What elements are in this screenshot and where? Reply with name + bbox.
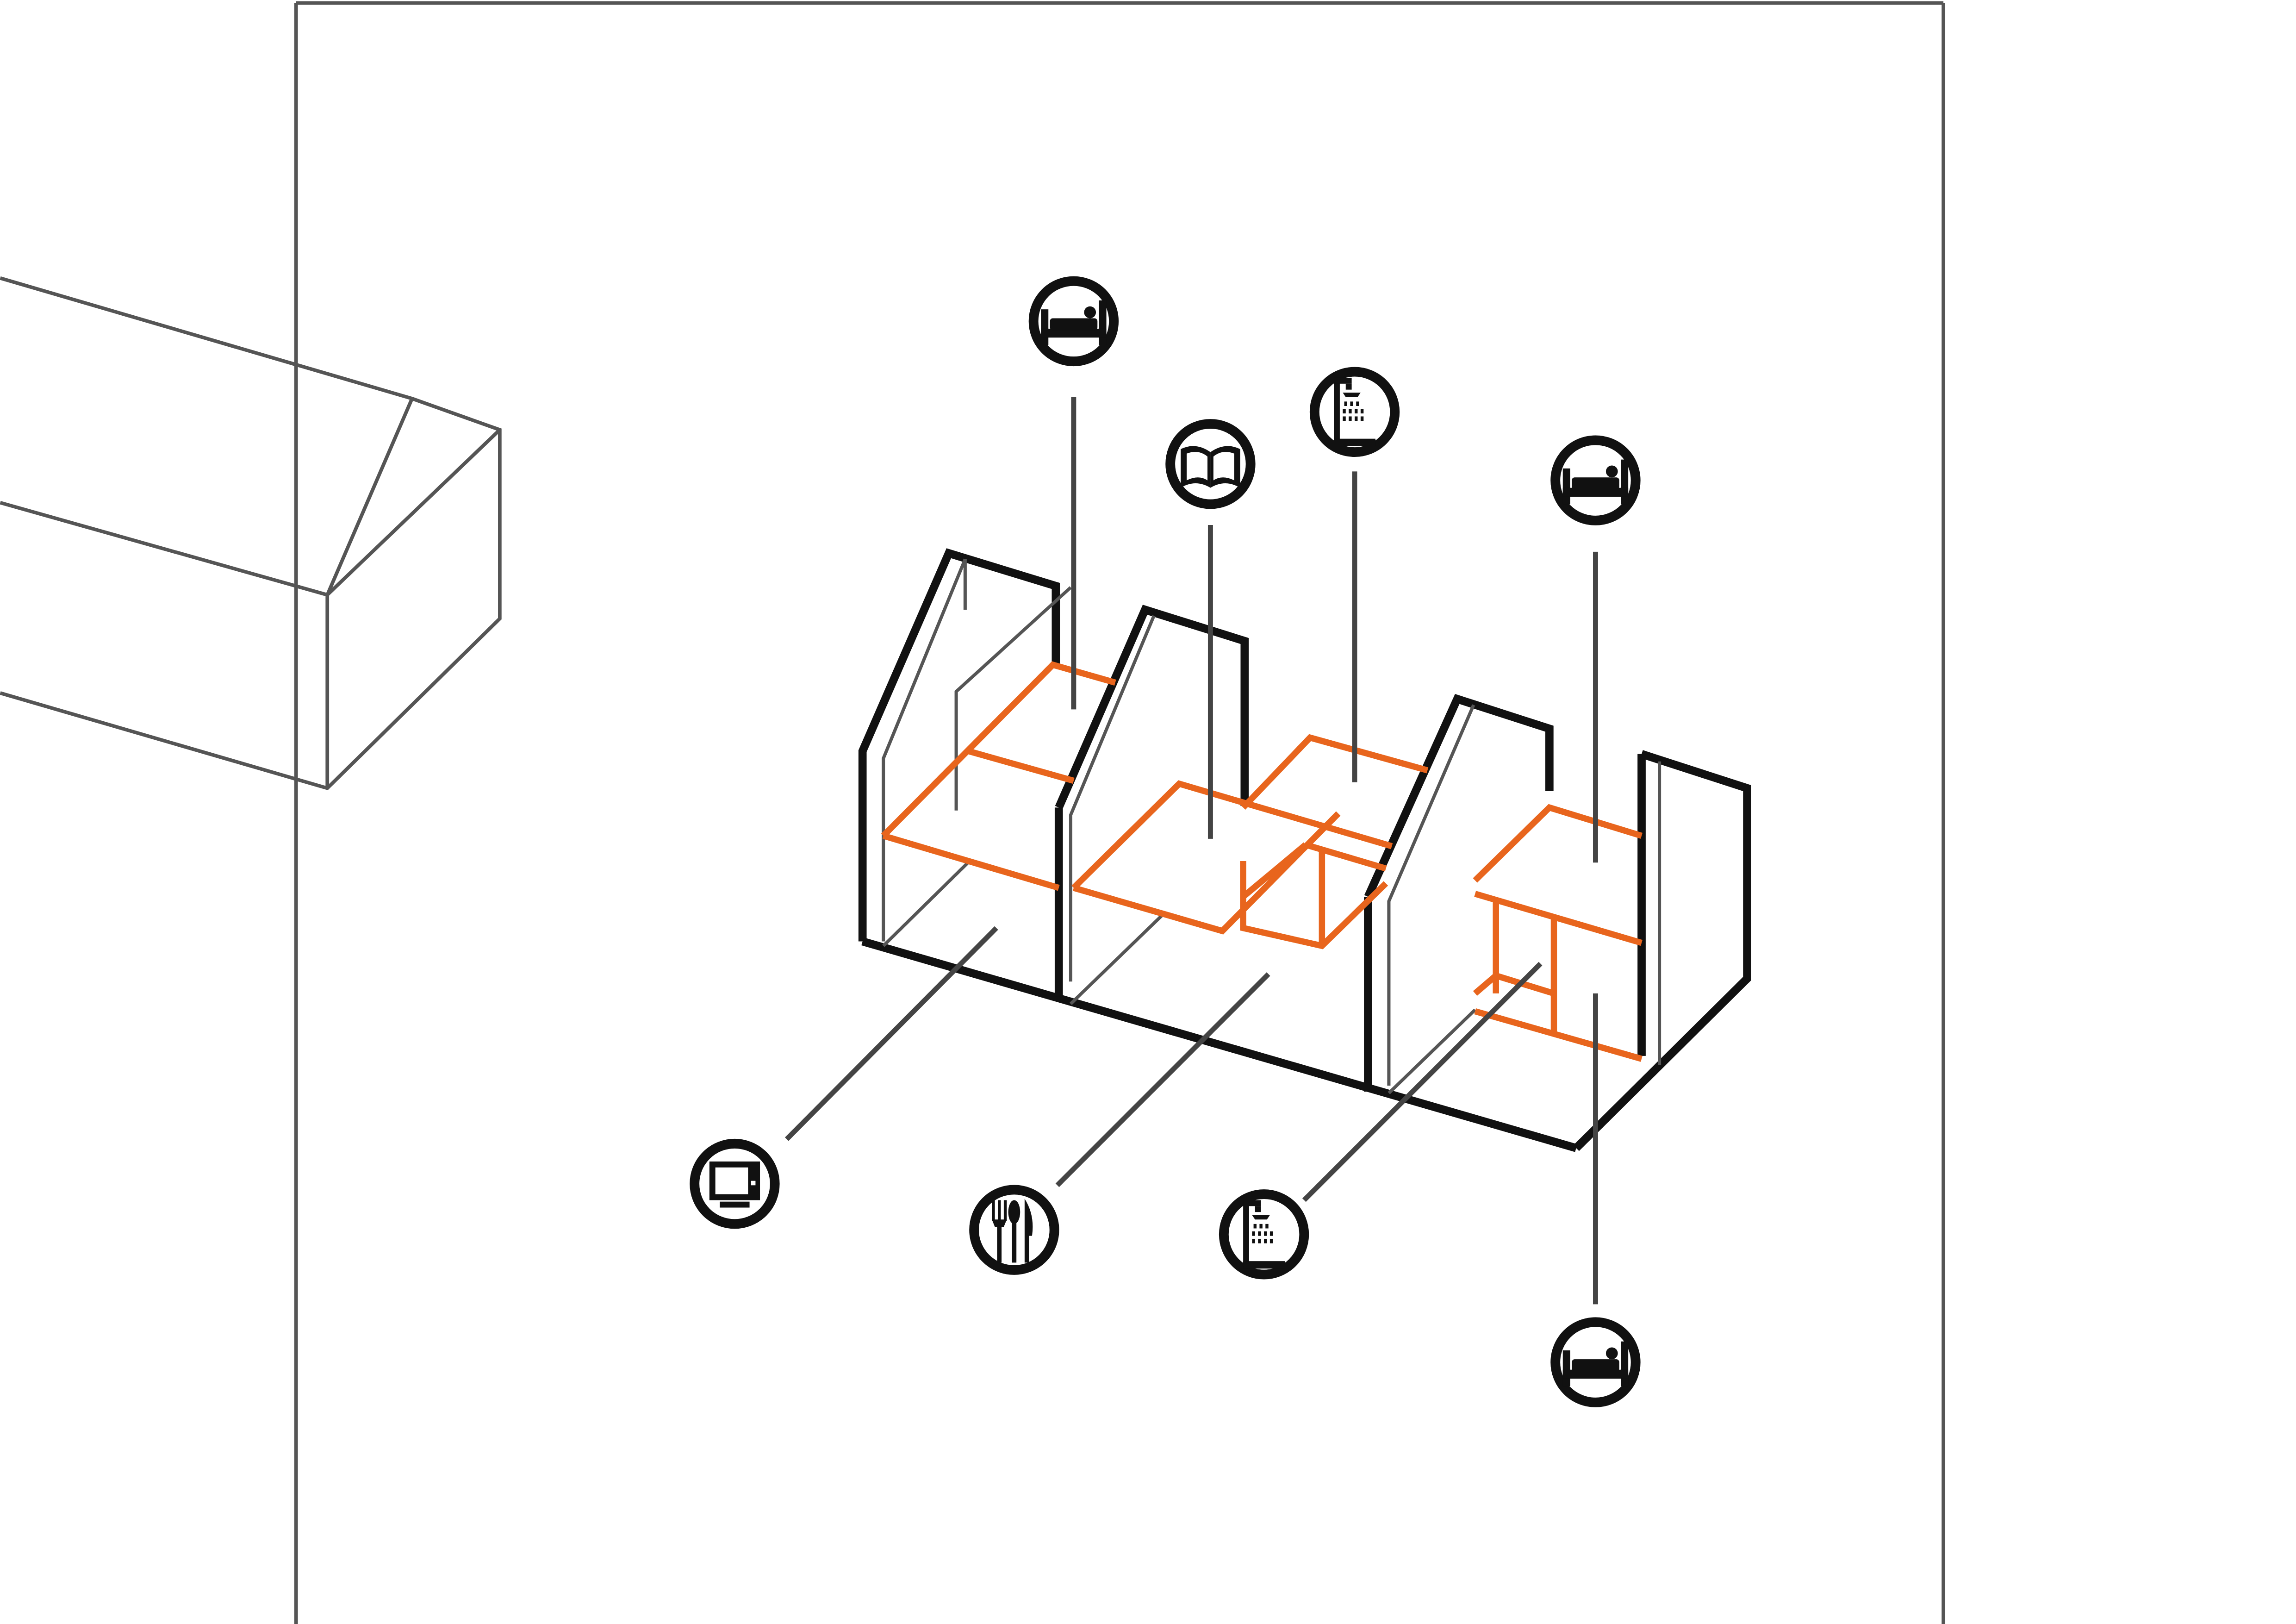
floor-plates: [881, 661, 1643, 1062]
tv-icon: [690, 1138, 780, 1229]
book-icon: [1165, 419, 1256, 509]
page-frame: [294, 1, 1946, 1624]
bed-icon: [1028, 276, 1119, 367]
bed-icon: [1550, 1317, 1641, 1407]
neighbouring-house-outline: [0, 276, 502, 790]
wall-inner-lines: [882, 558, 1661, 1094]
shower-icon: [1309, 367, 1400, 457]
bed-icon: [1550, 435, 1641, 525]
dining-cutlery-icon: [969, 1185, 1059, 1275]
house-walls: [858, 548, 1751, 1152]
shower-icon: [1219, 1189, 1309, 1280]
leader-lines: [784, 397, 1598, 1305]
